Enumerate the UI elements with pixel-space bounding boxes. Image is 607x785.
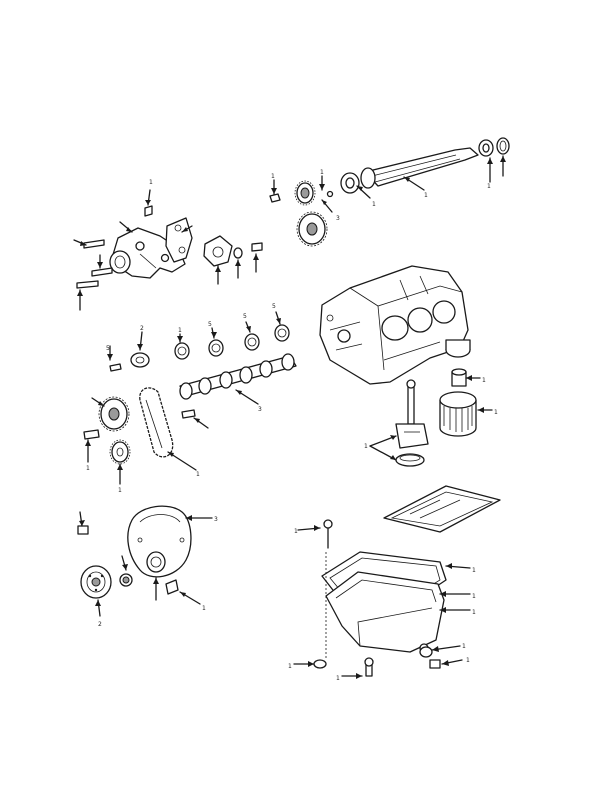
svg-text:1: 1 — [336, 675, 340, 682]
damper-washer — [119, 573, 133, 587]
svg-text:1: 1 — [482, 377, 486, 384]
engine-block — [319, 265, 471, 385]
svg-text:1: 1 — [86, 465, 90, 472]
svg-text:5: 5 — [208, 321, 212, 328]
svg-text:3: 3 — [336, 215, 340, 222]
harmonic-damper — [80, 565, 112, 599]
svg-text:1: 1 — [424, 192, 428, 199]
oil-pan — [325, 571, 445, 653]
svg-text:5: 5 — [106, 345, 110, 352]
timing-chain — [139, 387, 174, 458]
svg-text:1: 1 — [494, 409, 498, 416]
dipstick-tube — [323, 519, 333, 660]
svg-text:1: 1 — [288, 663, 292, 670]
svg-text:3: 3 — [214, 516, 218, 523]
svg-text:1: 1 — [196, 471, 200, 478]
callout-numerals: 1 1 3 1 1 1 1 5 2 1 5 5 5 3 1 1 1 3 2 1 … — [86, 169, 498, 682]
svg-text:3: 3 — [258, 406, 262, 413]
svg-text:1: 1 — [472, 593, 476, 600]
camshaft-pin — [181, 409, 196, 419]
svg-text:1: 1 — [487, 183, 491, 190]
cam-sprocket — [98, 396, 130, 432]
timing-cover — [127, 505, 192, 578]
svg-text:1: 1 — [178, 327, 182, 334]
svg-text:2: 2 — [140, 325, 144, 332]
camshaft-bearings — [130, 324, 290, 368]
svg-text:1: 1 — [294, 528, 298, 535]
svg-text:1: 1 — [462, 643, 466, 650]
drain-plug-parts — [313, 646, 441, 677]
oil-filter-adapter — [451, 368, 467, 387]
pump-bolts — [76, 239, 113, 289]
oil-pump-pickup — [395, 379, 429, 467]
svg-text:1: 1 — [118, 487, 122, 494]
svg-text:1: 1 — [372, 201, 376, 208]
cover-bolt-left — [77, 525, 89, 535]
svg-text:1: 1 — [271, 173, 275, 180]
small-bolt-top — [269, 190, 334, 203]
camshaft-bolt — [109, 363, 122, 372]
drive-gear-large — [296, 211, 328, 247]
svg-text:1: 1 — [149, 179, 153, 186]
drive-gear-small — [294, 180, 316, 206]
svg-text:1: 1 — [364, 443, 368, 450]
balancer-shaft-assembly — [340, 137, 510, 194]
timing-cover-plate — [203, 235, 263, 267]
callout-arrows — [73, 155, 506, 679]
svg-text:2: 2 — [98, 621, 102, 628]
svg-text:5: 5 — [272, 303, 276, 310]
oil-seal — [165, 579, 179, 595]
sprocket-bolt — [83, 429, 100, 440]
svg-text:1: 1 — [320, 169, 324, 176]
svg-text:5: 5 — [243, 313, 247, 320]
camshaft — [179, 353, 297, 400]
svg-text:1: 1 — [472, 567, 476, 574]
svg-text:1: 1 — [472, 609, 476, 616]
crank-sprocket — [109, 439, 131, 465]
svg-text:1: 1 — [466, 657, 470, 664]
pan-gasket-windage — [383, 485, 501, 533]
svg-text:1: 1 — [202, 605, 206, 612]
water-pump — [109, 205, 186, 279]
oil-filter — [439, 391, 477, 437]
